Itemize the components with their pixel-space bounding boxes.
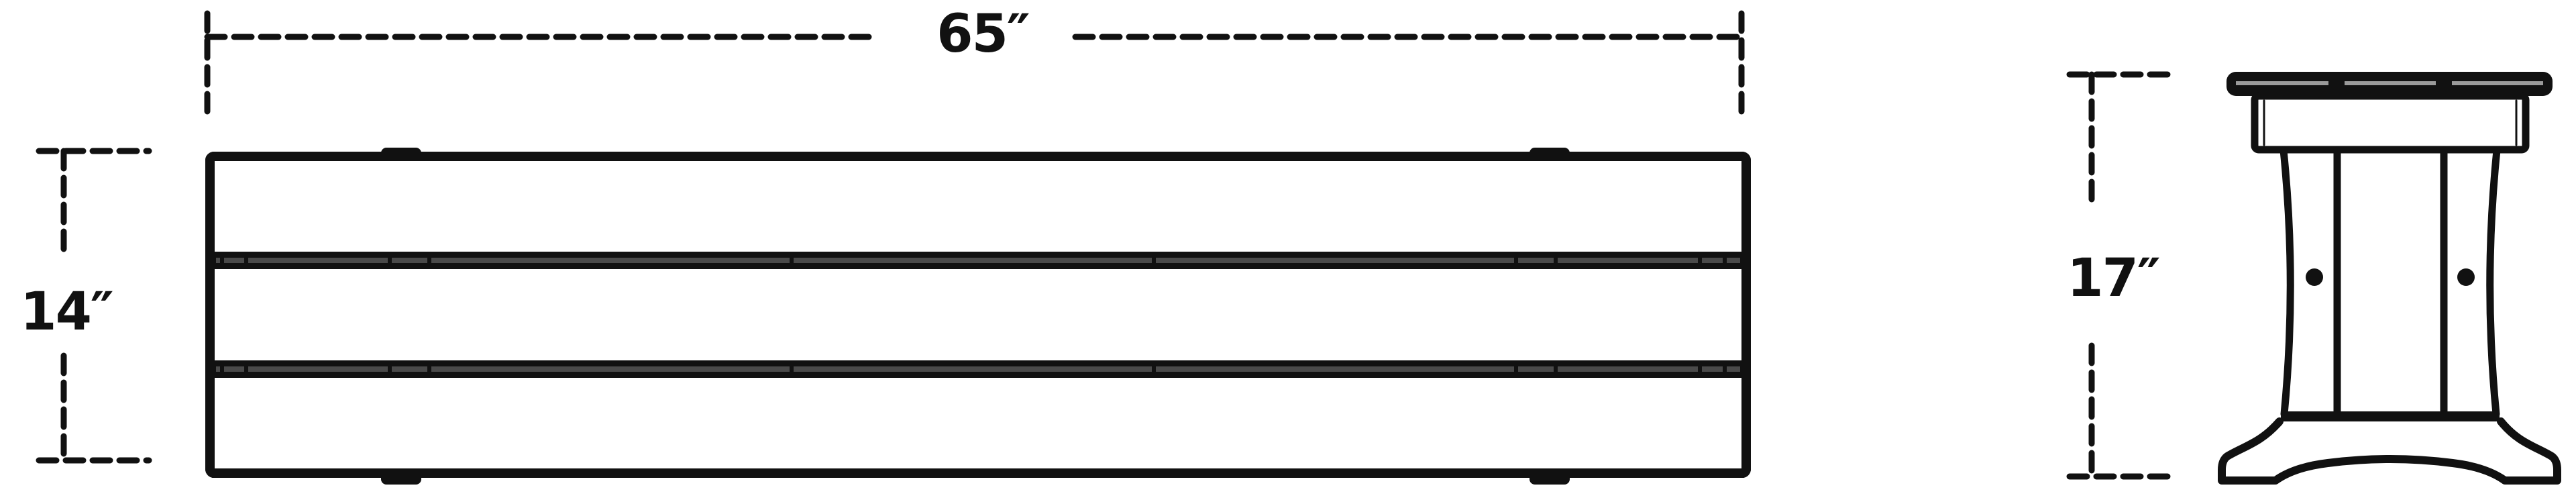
slat-separator-1 (210, 252, 1746, 269)
bench-outline-edge (205, 152, 1751, 478)
depth-dimension-line (36, 148, 152, 464)
height-dimension-line (2066, 71, 2180, 480)
apron (2251, 92, 2530, 154)
width-dimension-line (204, 10, 1745, 124)
depth-dimension-label: 14″ (9, 286, 123, 338)
seat-top (2226, 72, 2553, 96)
bench-outline (205, 152, 1751, 478)
foot-base (2218, 411, 2561, 485)
leg-left (2279, 146, 2341, 421)
bolt-right (2457, 268, 2475, 286)
side-view (2066, 71, 2561, 485)
leg-right (2440, 146, 2501, 421)
bolt-left (2306, 268, 2323, 286)
front-view (36, 10, 1751, 485)
width-dimension-label: 65″ (919, 8, 1046, 60)
top-slat-1 (2236, 81, 2328, 85)
height-dimension-label: 17″ (2047, 252, 2179, 305)
top-slat-2 (2345, 81, 2436, 85)
slat-separator-2 (210, 360, 1746, 378)
top-slat-3 (2452, 81, 2543, 85)
